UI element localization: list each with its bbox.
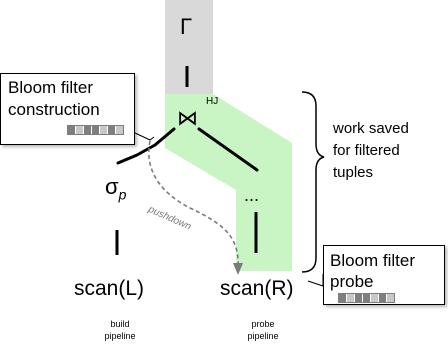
pushdown-arrowhead	[233, 263, 243, 275]
probe-callout-line1: Bloom filter	[330, 251, 416, 270]
build-label-line1: build	[110, 319, 130, 329]
build-pipeline-label: build pipeline	[95, 318, 145, 342]
bloom-construction-callout: Bloom filter construction	[0, 73, 135, 145]
probe-label-line1: probe	[251, 319, 275, 329]
bloom-probe-callout: Bloom filter probe	[323, 245, 445, 305]
work-saved-line1: work saved	[333, 120, 409, 137]
join-left-edge	[116, 127, 176, 165]
build-label-line2: pipeline	[104, 331, 136, 341]
construction-callout-pointer	[132, 131, 155, 141]
work-saved-brace	[301, 91, 325, 273]
construction-bitvector	[67, 125, 124, 135]
selection-symbol: σ	[105, 174, 119, 199]
intermediate-dots: ...	[244, 185, 260, 205]
selection-operator: σp	[105, 174, 126, 207]
work-saved-line3: tuples	[333, 164, 374, 181]
pushdown-arrow	[148, 140, 239, 271]
work-saved-note: work saved for filtered tuples	[333, 118, 409, 184]
probe-callout-pointer	[307, 274, 324, 287]
join-symbol: ⋈	[177, 107, 198, 130]
probe-label-line2: pipeline	[247, 331, 279, 341]
probe-bitvector	[338, 293, 395, 303]
work-saved-line2: for filtered	[333, 142, 400, 159]
join-right-edge	[197, 127, 259, 172]
construction-line2: construction	[8, 100, 100, 119]
join-label: HJ	[206, 96, 219, 107]
probe-callout-line2: probe	[330, 272, 374, 291]
gray-top-region	[165, 0, 213, 94]
scan-left: scan(L)	[74, 277, 145, 300]
aggregate-symbol: Γ	[180, 14, 193, 39]
selection-predicate: p	[118, 186, 127, 203]
probe-pipeline-label: probe pipeline	[236, 318, 290, 342]
construction-line1: Bloom filter	[8, 78, 94, 97]
green-saved-region	[165, 94, 292, 271]
scan-right: scan(R)	[220, 277, 294, 300]
